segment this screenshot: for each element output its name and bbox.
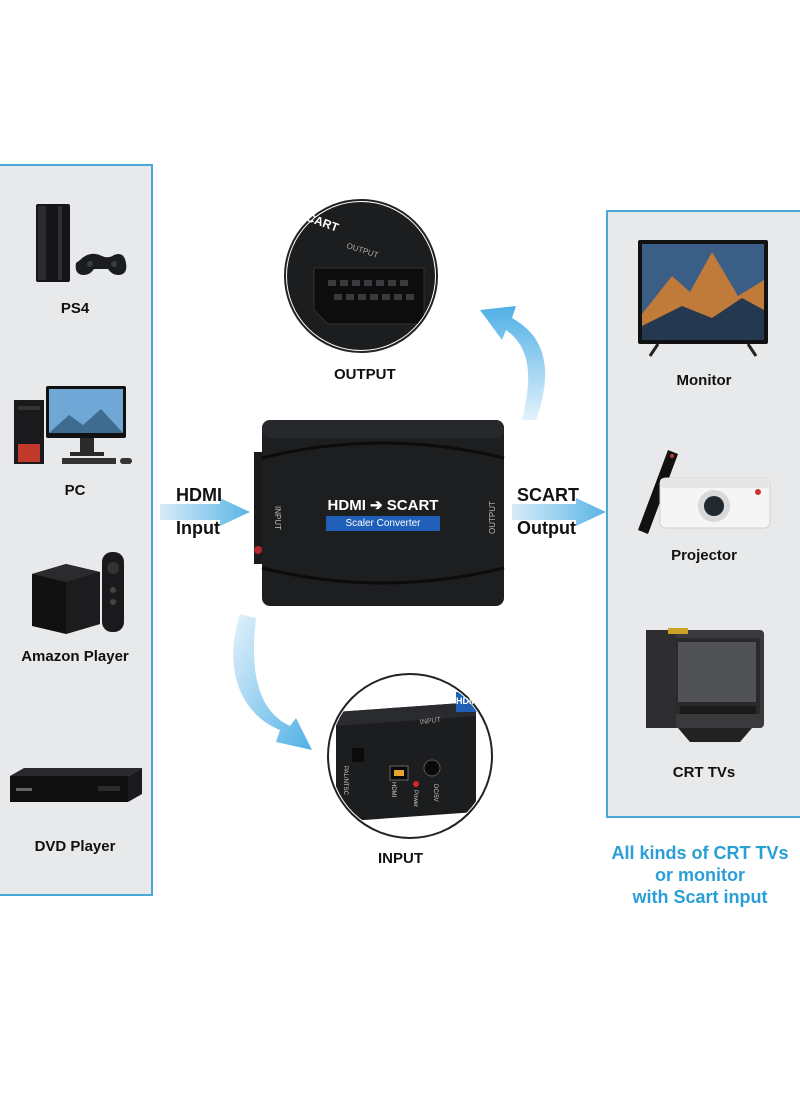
port-label-hdmi: HDMI [390, 782, 396, 798]
input-callout-label: INPUT [378, 850, 423, 867]
converter-title: HDMI ➔ SCART [327, 497, 439, 514]
source-label-amazon-player: Amazon Player [21, 648, 129, 665]
dvd-player-icon [10, 768, 142, 802]
compatibility-note: All kinds of CRT TVs or monitor with Sca… [600, 842, 800, 908]
converter-side-output: OUTPUT [488, 501, 497, 534]
hdmi-label: HDMI [176, 485, 222, 505]
ps4-console-icon [36, 204, 127, 282]
note-line-1: All kinds of CRT TVs [611, 843, 789, 863]
output-label-monitor: Monitor [676, 372, 732, 389]
output-label-crt-tvs: CRT TVs [672, 764, 736, 781]
output-callout-label: OUTPUT [334, 366, 396, 383]
scart-output-arrow [512, 498, 606, 526]
source-label-dvd-player: DVD Player [34, 838, 116, 855]
scart-label: SCART [517, 485, 579, 505]
input-label: Input [176, 518, 220, 538]
converter-subtitle-badge: Scaler Converter [326, 516, 440, 531]
hdmi-input-arrow [160, 498, 250, 526]
note-line-3: with Scart input [632, 887, 768, 907]
note-line-2: or monitor [655, 865, 745, 885]
curved-arrow-to-output [480, 306, 546, 420]
hdmi-badge-text: HDMI [456, 696, 479, 706]
source-label-ps4: PS4 [60, 300, 90, 317]
crt-tv-icon [646, 628, 764, 742]
port-label-dc5v: DC/5V [432, 784, 438, 802]
projector-icon [638, 450, 771, 534]
hdmi-scart-converter [254, 420, 505, 606]
scart-port-callout [284, 199, 438, 353]
converter-side-input: INPUT [273, 506, 282, 530]
output-label: Output [517, 518, 576, 538]
desktop-pc-icon [14, 386, 132, 464]
port-label-power: Power [412, 790, 418, 808]
streaming-box-icon [32, 552, 124, 634]
monitor-icon [638, 240, 768, 357]
input-port-callout [327, 673, 493, 839]
source-label-pc: PC [64, 482, 86, 499]
port-label-pal-ntsc: PAL/NTSC [342, 766, 348, 795]
output-label-projector: Projector [671, 547, 737, 564]
curved-arrow-to-input [233, 614, 312, 750]
